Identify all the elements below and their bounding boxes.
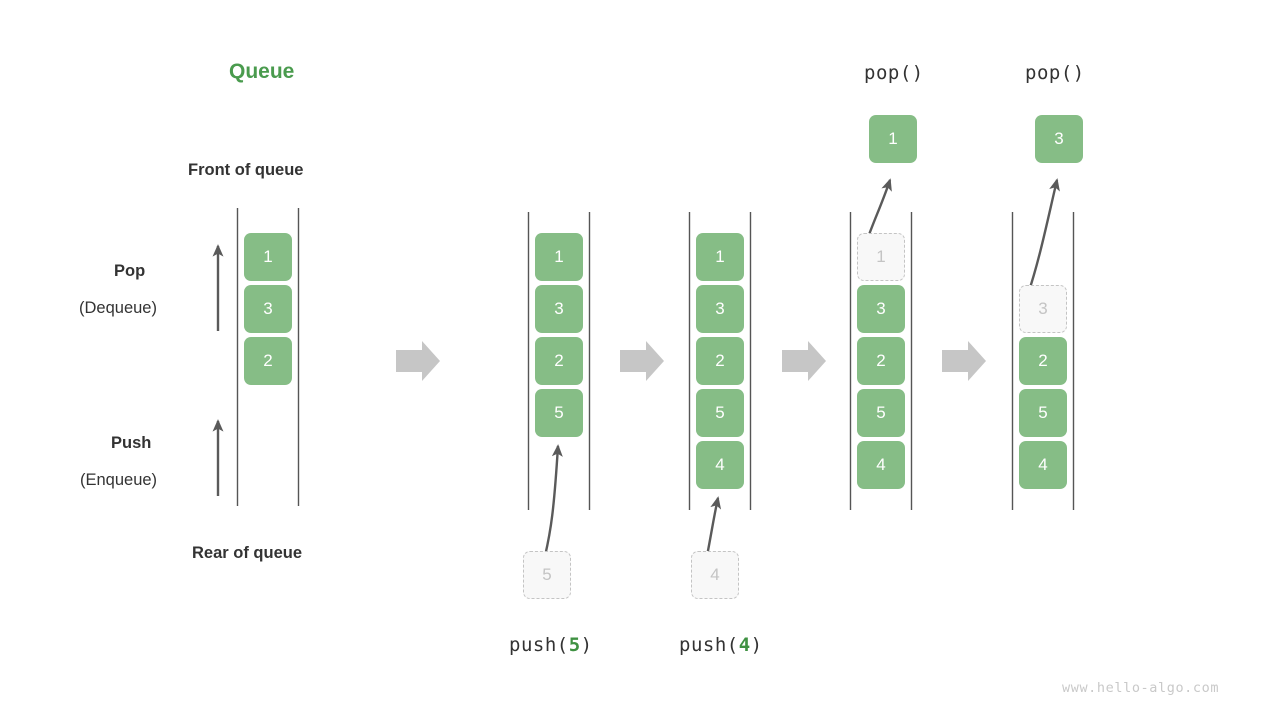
watermark: www.hello-algo.com: [1062, 680, 1220, 696]
queue-cell: 5: [535, 389, 583, 437]
queue-cell: 4: [1019, 441, 1067, 489]
queue-cell: 3: [857, 285, 905, 333]
rear-of-queue-label: Rear of queue: [192, 544, 303, 562]
queue-cell-removed: 3: [1019, 285, 1067, 333]
queue-cell: 2: [244, 337, 292, 385]
queue-cell: 3: [244, 285, 292, 333]
pop-call-label-1: pop(): [864, 62, 924, 84]
page-title: Queue: [229, 60, 295, 83]
queue-cell: 5: [696, 389, 744, 437]
queue-cell: 2: [535, 337, 583, 385]
queue-cell: 2: [857, 337, 905, 385]
step-arrow-1: [396, 341, 440, 381]
queue-cell: 4: [696, 441, 744, 489]
queue-cell: 1: [535, 233, 583, 281]
push-4-arrow: [705, 496, 722, 557]
queue-cell: 1: [244, 233, 292, 281]
front-of-queue-label: Front of queue: [188, 161, 304, 179]
pop-3-arrow: [1026, 178, 1060, 295]
queue-cell: 3: [696, 285, 744, 333]
push-call-value-2: 4: [738, 634, 751, 656]
popped-element: 1: [869, 115, 917, 163]
pop-call-label-2: pop(): [1025, 62, 1085, 84]
dequeue-label: (Dequeue): [79, 299, 157, 317]
push-call-value-1: 5: [568, 634, 581, 656]
push-call-prefix-1: push(: [509, 634, 569, 656]
push-call-suffix-2: ): [750, 634, 763, 656]
push-call-label-1: push(5): [509, 634, 593, 656]
queue-cell: 3: [535, 285, 583, 333]
incoming-element: 5: [523, 551, 571, 599]
push-label: Push: [111, 434, 152, 452]
queue-cell: 2: [696, 337, 744, 385]
step-arrow-4: [942, 341, 986, 381]
queue-cell: 1: [696, 233, 744, 281]
step-arrow-2: [620, 341, 664, 381]
queue-cell: 4: [857, 441, 905, 489]
popped-element: 3: [1035, 115, 1083, 163]
push-call-suffix-1: ): [580, 634, 593, 656]
push-call-label-2: push(4): [679, 634, 763, 656]
incoming-element: 4: [691, 551, 739, 599]
queue-cell: 5: [857, 389, 905, 437]
queue-cell-removed: 1: [857, 233, 905, 281]
push-5-arrow: [543, 444, 563, 557]
enqueue-label: (Enqueue): [80, 471, 158, 489]
push-call-prefix-2: push(: [679, 634, 739, 656]
pop-label: Pop: [114, 262, 146, 280]
queue-cell: 2: [1019, 337, 1067, 385]
step-arrow-3: [782, 341, 826, 381]
queue-cell: 5: [1019, 389, 1067, 437]
